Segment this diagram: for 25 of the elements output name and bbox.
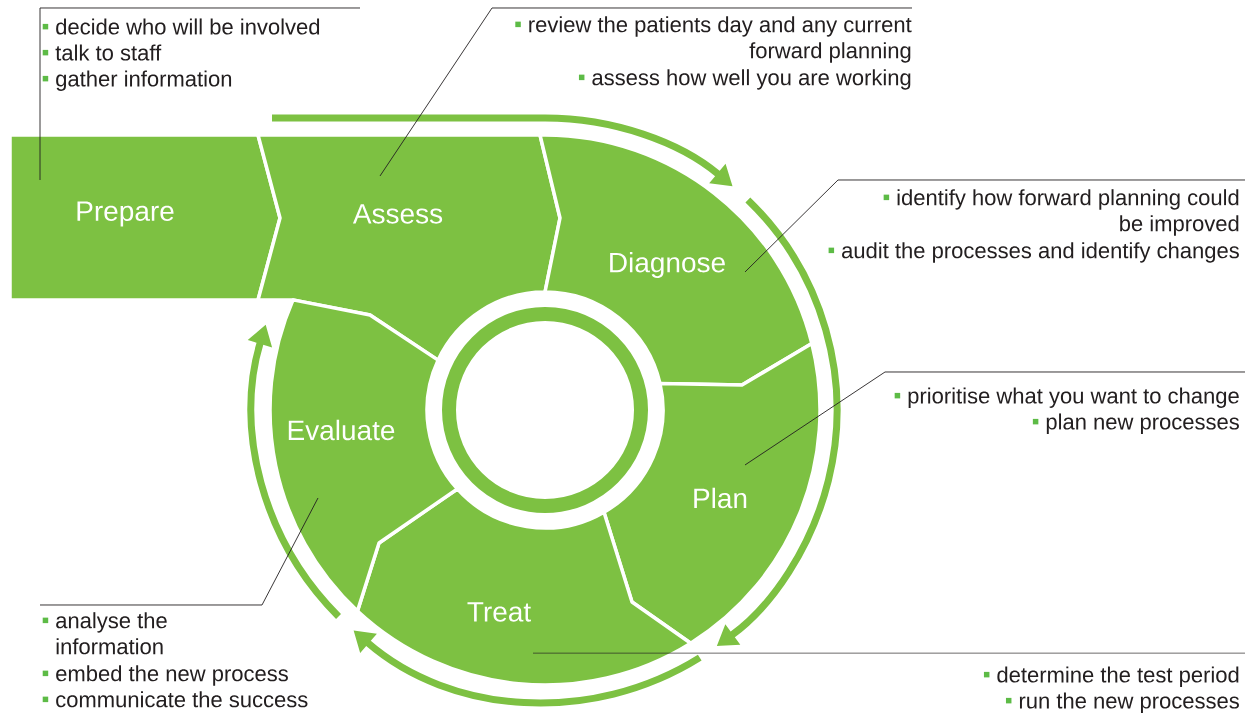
bullet-list: prioritise what you want to change plan new processes bbox=[894, 387, 1239, 434]
bullet-list: review the patients day and any current forward planning assess how well you are working bbox=[515, 16, 912, 90]
bullet-list: decide who will be involved talk to staff gather information bbox=[42, 18, 320, 91]
leader-line bbox=[744, 179, 1245, 273]
node-label: plan new processes bbox=[1046, 413, 1239, 434]
node-label: prioritise what you want to change bbox=[908, 387, 1239, 408]
node-label: identify how forward planning could be improved bbox=[897, 189, 1239, 236]
node-label: run the new processes bbox=[1019, 692, 1239, 713]
leader-line bbox=[744, 371, 1245, 466]
leader-line bbox=[379, 7, 913, 177]
node-label: communicate the success bbox=[56, 691, 308, 708]
bullet-list: determine the test period run the new processes bbox=[983, 666, 1239, 713]
node-label: embed the new process bbox=[56, 665, 288, 686]
node-label: determine the test period bbox=[997, 666, 1239, 687]
node-label: audit the processes and identify changes bbox=[842, 242, 1239, 263]
node-label: assess how well you are working bbox=[592, 69, 911, 90]
center-ring bbox=[442, 307, 648, 513]
bullet-list: identify how forward planning could be improved audit the processes and identify changes bbox=[828, 189, 1239, 263]
node-label: talk to staff bbox=[55, 44, 162, 61]
bullet-list: analyse the information embed the new process communicate the success bbox=[42, 612, 308, 708]
leader-line bbox=[39, 497, 319, 606]
leader-line bbox=[39, 7, 361, 181]
node-label: decide who will be involved bbox=[56, 18, 320, 35]
leader-line bbox=[532, 652, 1245, 654]
node-label: gather information bbox=[56, 70, 232, 91]
